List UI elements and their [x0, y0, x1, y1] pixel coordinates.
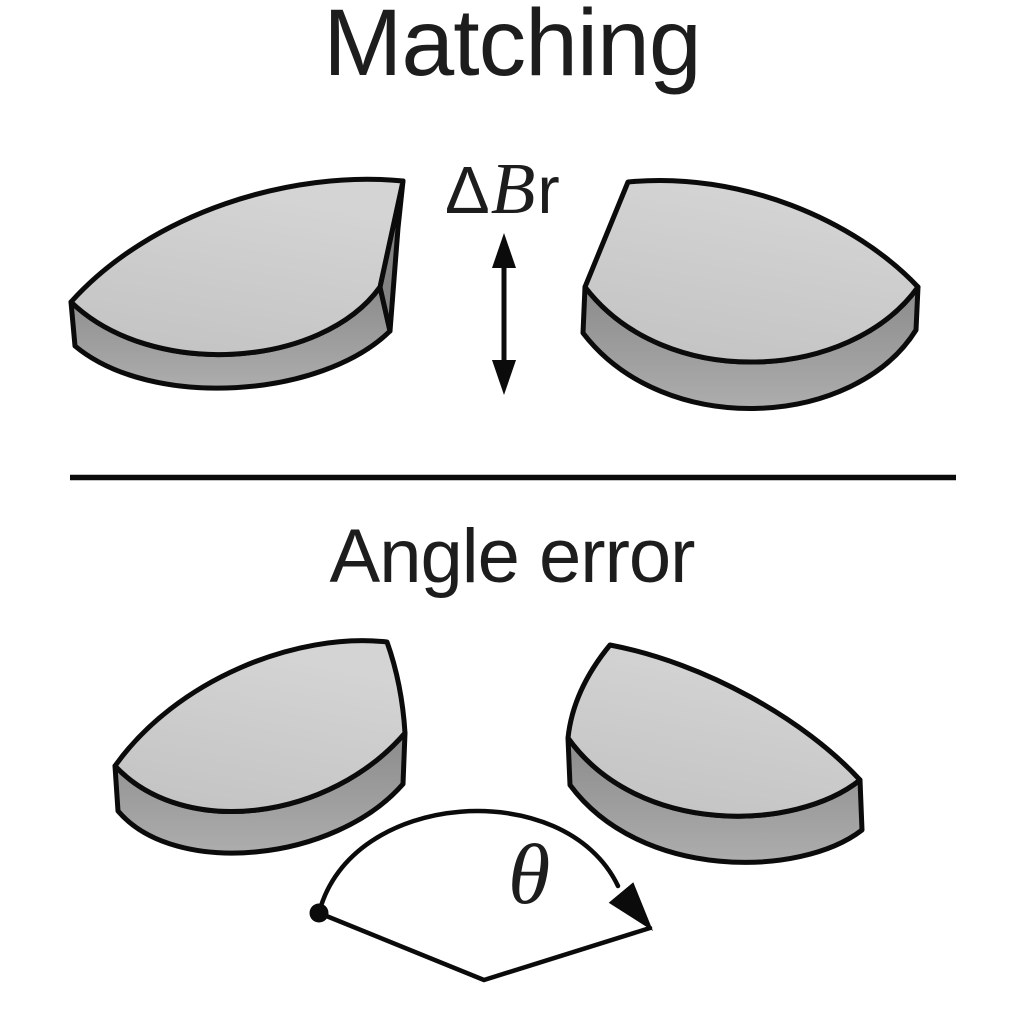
- b-symbol: B: [490, 148, 536, 229]
- magnet-segment-top-left: [68, 176, 406, 391]
- delta-br-label: Δ B r: [445, 152, 560, 225]
- angle-radius-lines: [316, 910, 653, 983]
- angle-error-section-title: Angle error: [329, 514, 696, 599]
- segment-top-face: [68, 176, 406, 358]
- delta-symbol: Δ: [445, 153, 490, 228]
- angle-arc: [316, 808, 621, 916]
- angle-arc-arrowhead-icon: [608, 882, 653, 931]
- r-symbol: r: [537, 153, 560, 228]
- angle-indicator: [309, 808, 653, 983]
- magnet-segment-bottom-left: [112, 638, 408, 856]
- delta-br-arrow-icon: [492, 233, 516, 395]
- magnet-segment-top-right: [580, 177, 921, 411]
- magnet-segment-bottom-right: [565, 642, 865, 865]
- matching-section-title: Matching: [323, 0, 701, 96]
- segment-top-face: [565, 642, 863, 819]
- angle-vertex-dot: [309, 903, 329, 923]
- arrowhead-down: [492, 360, 516, 395]
- arrowhead-up: [492, 233, 516, 268]
- segment-top-face: [112, 638, 408, 814]
- theta-symbol: θ: [508, 826, 551, 922]
- segment-top-face: [582, 177, 921, 365]
